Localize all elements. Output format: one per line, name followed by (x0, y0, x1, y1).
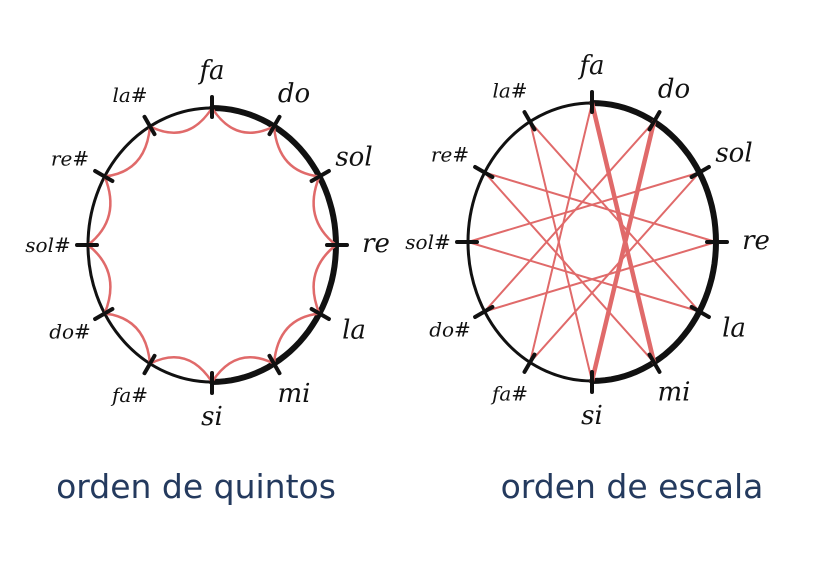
note-tick-fa-sharp (142, 353, 157, 376)
note-tick-fa-sharp (522, 352, 537, 374)
note-label-fa: fa (197, 56, 224, 86)
connection-chord (529, 102, 593, 364)
note-tick-re-sharp (473, 165, 495, 179)
caption-fifths: orden de quintos (56, 467, 336, 506)
note-tick-mi (267, 353, 282, 376)
note-tick-do (267, 114, 282, 137)
connection-chord (529, 120, 701, 313)
connection-chord (467, 171, 701, 243)
connections (467, 100, 717, 384)
note-label-re-sharp: re# (431, 143, 469, 167)
connection-chord (483, 171, 655, 364)
note-label-si: si (201, 402, 223, 432)
note-label-do-sharp: do# (429, 318, 471, 342)
note-label-la-sharp: la# (492, 78, 527, 102)
note-label-do-sharp: do# (49, 320, 91, 344)
connection-arc (149, 107, 214, 135)
note-label-mi: mi (278, 379, 311, 409)
note-tick-la (689, 305, 711, 319)
note-label-do: do (658, 74, 690, 104)
connection-chord (589, 119, 657, 384)
caption-scale: orden de escala (501, 467, 764, 506)
note-label-mi: mi (658, 378, 691, 408)
connection-chord (483, 120, 655, 313)
note-label-fa-sharp: fa# (490, 382, 528, 406)
natural-notes-arc (589, 100, 720, 384)
note-tick-la-sharp (142, 114, 157, 137)
connection-chord (589, 100, 657, 365)
connection-arc (87, 176, 112, 246)
natural-notes-arc (209, 105, 340, 385)
note-label-si: si (581, 401, 603, 431)
note-tick-do-sharp (473, 305, 495, 319)
note-tick-la (309, 307, 331, 321)
connection-arc (312, 244, 337, 314)
note-tick-sol (689, 165, 711, 179)
note-label-sol: sol (715, 139, 752, 169)
connection-arc (149, 355, 214, 383)
connection-arc (104, 312, 152, 364)
note-label-la-sharp: la# (112, 83, 147, 107)
scale-order-diagram: fa do sol re la mi si fa# do# sol# re# la# (405, 51, 770, 431)
connection-chord (529, 120, 593, 382)
connection-chord (529, 171, 701, 364)
note-label-sol-sharp: sol# (405, 230, 450, 254)
note-label-re-sharp: re# (51, 147, 89, 171)
note-tick-sol (309, 169, 331, 183)
connection-arc (210, 355, 275, 383)
note-label-fa-sharp: fa# (110, 383, 148, 407)
note-label-re: re (742, 226, 770, 256)
connection-arc (87, 244, 112, 314)
circle-of-fifths-diagram: fa do sol re la mi si fa# do# sol# re# la# (25, 56, 390, 432)
note-tick-la-sharp (522, 110, 537, 132)
note-label-do: do (278, 79, 310, 109)
note-label-la: la (342, 316, 366, 346)
connection-arc (104, 126, 152, 178)
connection-arc (272, 126, 320, 178)
connections (87, 107, 337, 383)
note-label-re: re (362, 229, 390, 259)
connection-arc (210, 107, 275, 135)
note-tick-re-sharp (93, 169, 115, 183)
note-tick-mi (647, 352, 662, 374)
note-label-la: la (722, 314, 746, 344)
connection-chord (483, 241, 717, 313)
note-label-sol-sharp: sol# (25, 233, 70, 257)
note-tick-do-sharp (93, 307, 115, 321)
connection-arc (312, 176, 337, 246)
connection-chord (467, 241, 701, 313)
connection-arc (272, 312, 320, 364)
note-label-fa: fa (577, 51, 604, 81)
note-label-sol: sol (335, 143, 372, 173)
connection-chord (483, 171, 717, 243)
note-tick-do (647, 110, 662, 132)
